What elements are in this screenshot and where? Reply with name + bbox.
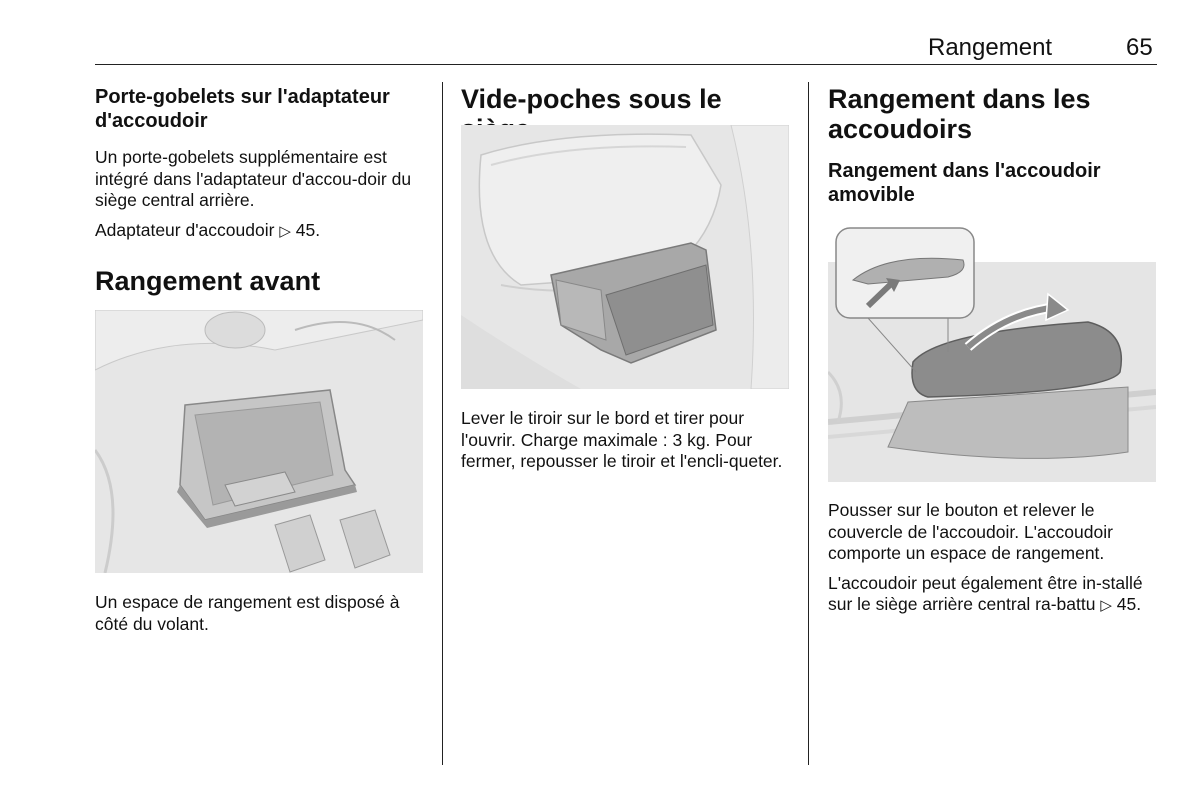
heading-armrest-storage: Rangement dans les accoudoirs xyxy=(828,84,1091,144)
cupholder-ref-label: Adaptateur d'accoudoir xyxy=(95,219,275,240)
front-storage-text-block: Un espace de rangement est disposé à côt… xyxy=(95,592,425,635)
cupholder-ref-page: 45. xyxy=(295,219,321,240)
cupholder-ref: Adaptateur d'accoudoir ▷ 45. xyxy=(95,220,425,243)
header-divider xyxy=(95,64,1157,65)
cupholder-text: Un porte-gobelets supplémentaire est int… xyxy=(95,147,412,210)
underseat-text-block: Lever le tiroir sur le bord et tirer pou… xyxy=(461,408,791,473)
subheading-removable-armrest: Rangement dans l'accoudoir amovible xyxy=(828,160,1101,206)
front-storage-illustration xyxy=(95,310,423,573)
armrest-ref-page: 45. xyxy=(1116,594,1142,614)
underseat-text: Lever le tiroir sur le bord et tirer pou… xyxy=(461,408,783,471)
arrow-right-outline-icon: ▷ xyxy=(279,222,291,240)
page-header: Rangement 65 xyxy=(0,0,1200,70)
heading-cupholder: Porte-gobelets sur l'adaptateur d'accoud… xyxy=(95,86,390,132)
column-left: Porte-gobelets sur l'adaptateur d'accoud… xyxy=(95,82,425,296)
page-number: 65 xyxy=(1126,34,1153,61)
column-divider-2 xyxy=(808,82,809,765)
section-title: Rangement xyxy=(928,34,1053,61)
underseat-drawer-illustration xyxy=(461,125,789,389)
armrest-text-2: L'accoudoir peut également être in-stall… xyxy=(828,573,1158,617)
armrest-text-block: Pousser sur le bouton et relever le couv… xyxy=(828,500,1158,617)
armrest-text: Pousser sur le bouton et relever le couv… xyxy=(828,500,1113,563)
armrest-text2-body: L'accoudoir peut également être in-stall… xyxy=(828,572,1143,615)
column-divider-1 xyxy=(442,82,443,765)
front-storage-text: Un espace de rangement est disposé à côt… xyxy=(95,592,400,634)
heading-front-storage: Rangement avant xyxy=(95,266,321,296)
arrow-right-outline-icon: ▷ xyxy=(1100,597,1112,614)
armrest-illustration xyxy=(828,222,1156,482)
column-right: Rangement dans les accoudoirs Rangement … xyxy=(828,82,1158,207)
